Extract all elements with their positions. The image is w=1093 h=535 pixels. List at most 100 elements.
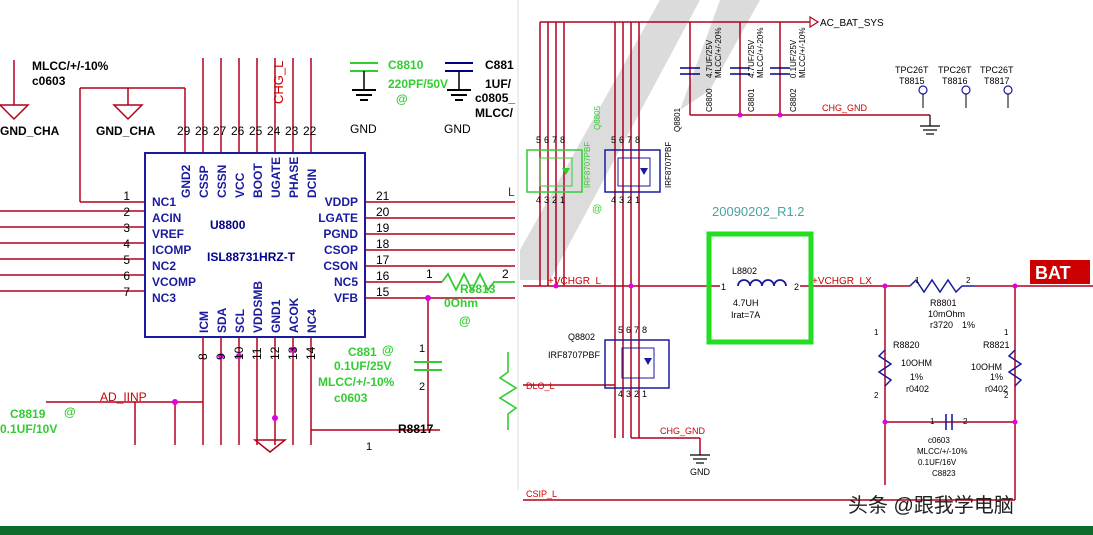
chip-bottom-pin-number: 14 (304, 346, 318, 360)
chip-top-pin-name: PHASE (287, 157, 301, 198)
chip-bottom-pin-number: 11 (250, 347, 264, 360)
chg-l-label: CHG_L (271, 61, 286, 104)
chip-bottom-pin-number: 10 (232, 346, 246, 360)
vchgr-l-label: +VCHGR_L (548, 276, 602, 287)
ad-iinp-label: AD_IINP (100, 390, 147, 404)
r8801-value: 10mOhm (928, 309, 965, 319)
q8805-part: IRF8707PBF (583, 142, 592, 188)
chip-right-pin-name: PGND (323, 227, 358, 241)
r8820-pin2: 2 (874, 391, 879, 400)
c881x-pkg: c0805_ (475, 91, 515, 105)
mosfet-pin-bottom: 4 (611, 195, 616, 205)
c881-bottom-pkg: c0603 (334, 391, 368, 405)
r8817-name: R8817 (398, 422, 434, 436)
u8800-chip-body (144, 152, 366, 338)
left-junctions (172, 295, 431, 421)
c881x-name: C881 (485, 58, 514, 72)
l8802-pin1: 1 (721, 282, 726, 292)
r8820-name: R8820 (893, 340, 920, 350)
mosfet-pin-top: 5 (536, 135, 541, 145)
c8823-pin1: 1 (930, 417, 935, 426)
r8813-value: 0Ohm (444, 296, 478, 310)
test-point-name: T8817 (984, 76, 1010, 86)
chip-left-pin-name: VREF (152, 227, 184, 241)
chip-bottom-pin-number: 13 (286, 346, 300, 360)
mosfet-pin-bottom: 3 (544, 195, 549, 205)
bat-label-box: BAT (1030, 260, 1090, 284)
u8800-ref: U8800 (210, 218, 246, 232)
q8802-pin-bottom: 4 (618, 389, 623, 399)
mosfet-pin-top: 7 (627, 135, 632, 145)
q8802-mosfet: Q8802 IRF8707PBF (548, 332, 670, 389)
chip-left-pin-number: 2 (123, 205, 130, 219)
q8805-at: @ (592, 204, 602, 215)
dlo-l-label: DLO_L (526, 381, 555, 391)
r8821-resistor: 1 2 R8821 10OHM 1% r0402 (971, 328, 1023, 400)
chip-left-pin-name: NC1 (152, 195, 176, 209)
r8801-pin1: 1 (915, 276, 920, 285)
q8802-name: Q8802 (568, 332, 595, 342)
chip-bottom-pin-number: 9 (214, 353, 228, 360)
r8801-tol: 1% (962, 320, 975, 330)
chip-top-pin-number: 29 (177, 124, 191, 138)
mosfet-pin-bottom: 2 (627, 195, 632, 205)
r8813-pin2: 2 (502, 267, 509, 281)
q8801-part: IRF8707PBF (664, 142, 673, 188)
r8821-tol: 1% (990, 372, 1003, 382)
chip-bottom-pin-name: SCL (233, 309, 247, 333)
left-panel: MLCC/+/-10% c0603 GND_CHA GND_CHA (0, 58, 515, 453)
r8801-resistor: 1 2 R8801 10mOhm r3720 1% (909, 276, 975, 330)
mosfet-pin-bottom: 3 (619, 195, 624, 205)
chip-right-pin-number: 18 (376, 237, 390, 251)
bat-label: BAT (1035, 263, 1071, 283)
input-caps (680, 67, 790, 75)
c8823-mlcc: MLCC/+/-10% (917, 447, 967, 456)
q8802-pin-top: 5 (618, 325, 623, 335)
c881x-value: 1UF/ (485, 77, 512, 91)
chip-right-wires (365, 201, 515, 430)
mosfet-pin-bottom: 1 (635, 195, 640, 205)
chip-left-wires (0, 210, 145, 292)
chg-gnd-top-symbol (920, 115, 940, 135)
footer-bar (0, 526, 1093, 535)
ac-bat-sys-label: AC_BAT_SYS (820, 18, 884, 29)
gnd-cha-symbol-left: GND_CHA (0, 60, 60, 138)
q8802-pin-bottom: 1 (642, 389, 647, 399)
q8805-mosfet: IRF8707PBF Q8805 @ (526, 105, 602, 215)
c8819-value: 0.1UF/10V (0, 422, 57, 436)
chip-left-pin-name: ICOMP (152, 243, 191, 257)
test-point-type: TPC26T (895, 65, 929, 75)
chip-bottom-pin-name: ICM (197, 311, 211, 333)
chip-top-pin-number: 24 (267, 124, 281, 138)
r8813-name: R8813 (460, 282, 496, 296)
right-junctions (553, 112, 1018, 425)
c8810-name: C8810 (388, 58, 424, 72)
dlo-resistor (498, 352, 518, 430)
c8801-name: C8801 (747, 88, 756, 112)
chip-right-pin-name: VDDP (325, 195, 358, 209)
q8801-mosfet: IRF8707PBF Q8801 (604, 107, 682, 193)
chip-top-pin-number: 26 (231, 124, 245, 138)
chip-top-pin-name: GND2 (179, 164, 193, 198)
chip-top-pin-name: VCC (233, 172, 247, 198)
r8821-pin2: 2 (1004, 391, 1009, 400)
chip-top-pin-number: 28 (195, 124, 209, 138)
chip-top-pin-number: 22 (303, 124, 317, 138)
c8810-value: 220PF/50V (388, 77, 448, 91)
mosfet-pin-top: 6 (619, 135, 624, 145)
c8823-capacitor: 1 2 c0603 MLCC/+/-10% 0.1UF/16V C8823 (917, 414, 968, 478)
q8802-pin-top: 6 (626, 325, 631, 335)
c8800-value: 4.7UF/25V (705, 39, 714, 78)
r8801-pin2: 2 (966, 276, 971, 285)
chip-top-pin-number: 23 (285, 124, 299, 138)
watermark-text: 头条 @跟我学电脑 (848, 494, 1014, 517)
l8802-irat: Irat=7A (731, 310, 760, 320)
chip-right-pin-number: 20 (376, 205, 390, 219)
chip-top-pin-name: CSSN (215, 165, 229, 198)
mosfet-pin-top: 8 (635, 135, 640, 145)
chip-bottom-pin-name: VDDSMB (251, 281, 265, 333)
c881-bottom-at: @ (382, 343, 394, 357)
